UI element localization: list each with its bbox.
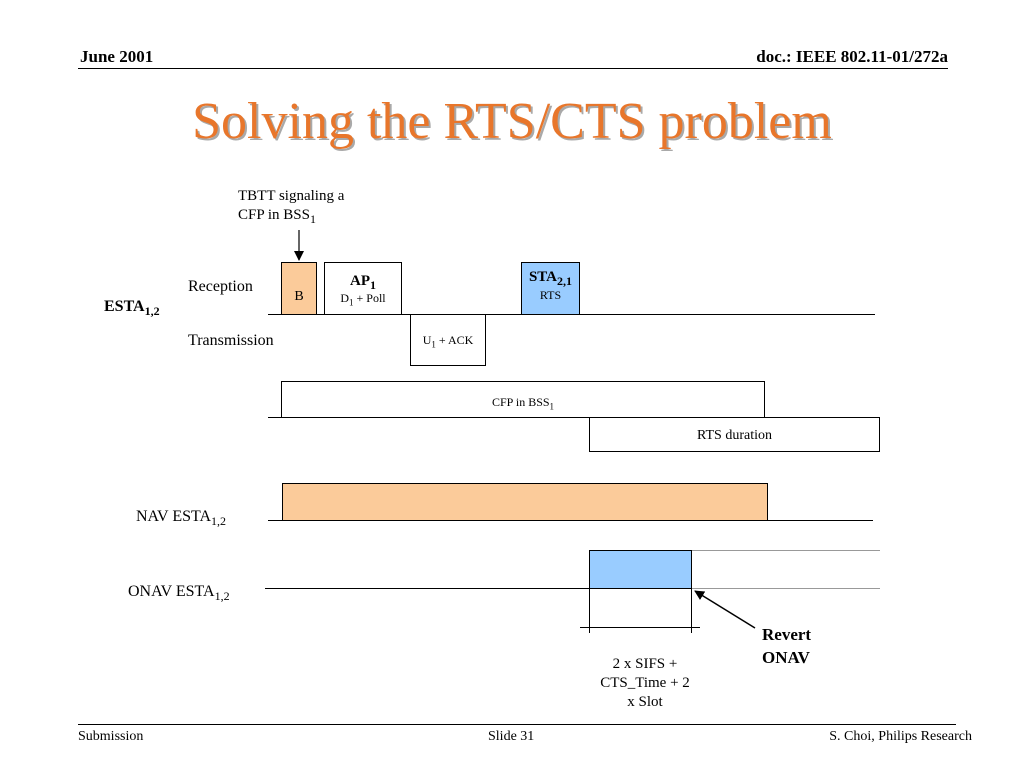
onav-timeline-tail (691, 588, 880, 589)
ap-label: AP1 (350, 273, 376, 292)
sta-rts-text: RTS (539, 288, 562, 302)
revert-onav-line1: Revert (762, 625, 812, 644)
beacon-label: B (294, 289, 304, 304)
onav-upper-extension (691, 550, 880, 551)
cfp-timeline (268, 417, 880, 418)
onav-label: ONAV ESTA1,2 (128, 583, 230, 604)
interval-text-line2: CTS_Time + 2 (600, 675, 690, 691)
sta-label: STA2,1 (528, 269, 573, 288)
footer-slide-number: Slide 31 (488, 729, 535, 744)
nav-timeline (268, 520, 873, 521)
beacon-frame: B (281, 262, 317, 315)
rts-duration-bar: RTS duration (589, 417, 880, 452)
cfp-label: CFP in BSS1 (491, 395, 555, 412)
footer-rule (78, 724, 956, 725)
transmission-label: Transmission (188, 332, 274, 349)
interval-text-line3: x Slot (627, 694, 663, 710)
uplink-ack-frame: U1 + ACK (410, 314, 486, 366)
interval-right-tick (691, 588, 692, 633)
onav-timeline (265, 588, 691, 589)
slide-title: Solving the RTS/CTS problem (192, 93, 832, 150)
footer-submission: Submission (78, 729, 144, 744)
ap-poll-frame: AP1 D1 + Poll (324, 262, 402, 315)
sta-rts-frame: STA2,1 RTS (521, 262, 580, 315)
nav-bar (282, 483, 768, 521)
revert-onav-line2: ONAV (762, 648, 810, 667)
tbtt-label-line2: CFP in BSS1 (238, 207, 316, 226)
uplink-ack-text: U1 + ACK (422, 333, 474, 350)
onav-bar (589, 550, 692, 589)
interval-text-line1: 2 x SIFS + (612, 656, 678, 672)
header-date: June 2001 (80, 47, 154, 66)
tbtt-label-line1: TBTT signaling a (238, 188, 345, 204)
reception-label: Reception (188, 278, 253, 295)
rts-duration-label: RTS duration (697, 428, 772, 443)
nav-label: NAV ESTA1,2 (136, 508, 227, 529)
interval-bracket (580, 627, 700, 628)
ap-poll-text: D1 + Poll (340, 291, 386, 308)
interval-left-tick (589, 588, 590, 633)
cfp-period-bar: CFP in BSS1 (281, 381, 765, 418)
header-rule (78, 68, 948, 69)
revert-onav-arrow (694, 590, 756, 629)
esta-label: ESTA1,2 (104, 298, 160, 319)
header-doc-id: doc.: IEEE 802.11-01/272a (756, 47, 948, 66)
footer-author: S. Choi, Philips Research (829, 729, 972, 744)
